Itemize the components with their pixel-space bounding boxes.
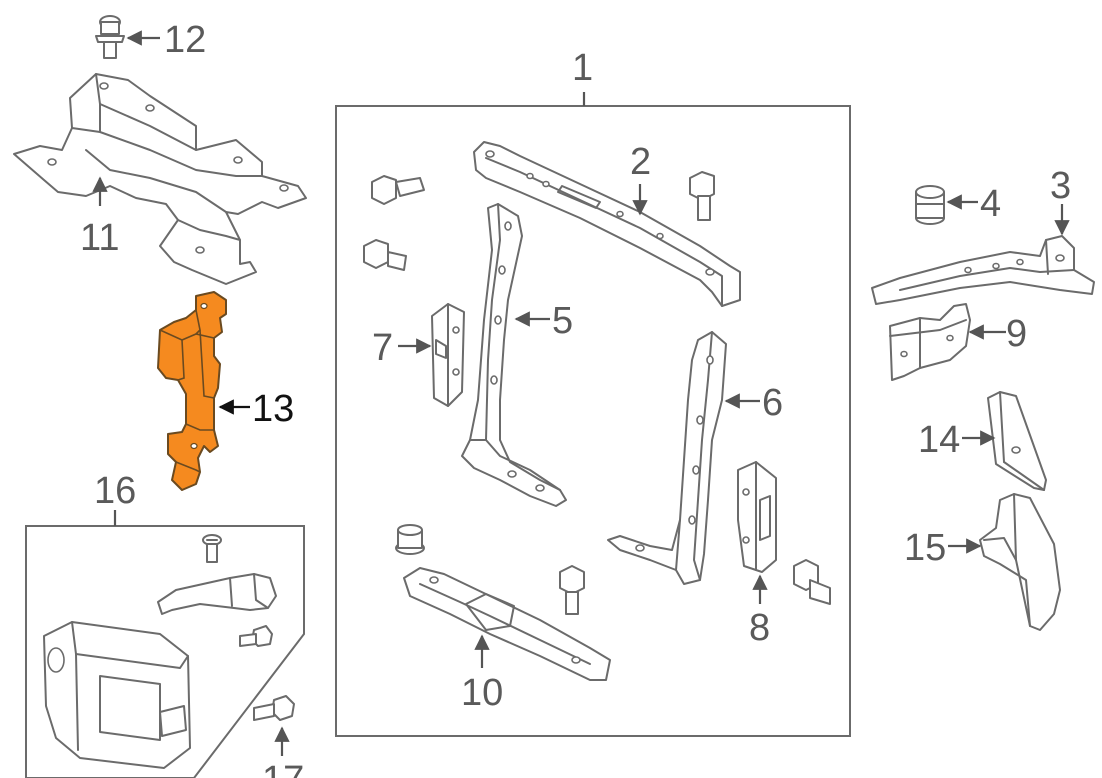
callout-13[interactable]: 13 (252, 388, 294, 430)
kit-small-bolt[interactable] (239, 625, 273, 647)
grommet-lower-left[interactable] (395, 524, 425, 555)
callout-12[interactable]: 12 (164, 19, 206, 61)
callout-1[interactable]: 1 (572, 47, 593, 89)
callout-2[interactable]: 2 (630, 141, 651, 183)
callout-14[interactable]: 14 (918, 419, 960, 461)
callout-3[interactable]: 3 (1050, 165, 1071, 207)
kit-sensor-bracket[interactable] (157, 573, 277, 615)
bolt-lower-right[interactable] (793, 559, 831, 605)
part-15-air-guide[interactable] (979, 493, 1061, 631)
bolt-top-left[interactable] (371, 175, 425, 205)
callout-8[interactable]: 8 (749, 607, 770, 649)
part-4-stopper[interactable] (915, 185, 945, 225)
bolt-top-right[interactable] (689, 171, 715, 221)
kit-lower-bolt[interactable] (253, 695, 295, 721)
callout-9[interactable]: 9 (1006, 313, 1027, 355)
callout-15[interactable]: 15 (904, 527, 946, 569)
bolt-lower-mid[interactable] (559, 565, 585, 615)
callout-7[interactable]: 7 (372, 327, 393, 369)
kit-frame (25, 525, 305, 778)
callout-17[interactable]: 17 (262, 759, 304, 778)
callout-10[interactable]: 10 (461, 672, 503, 714)
kit-radar-sensor[interactable] (43, 621, 191, 769)
part-10-lower-tie-bar[interactable] (403, 567, 611, 681)
part-8-side-plate[interactable] (737, 461, 777, 573)
part-7-plate[interactable] (431, 303, 465, 407)
assembly-frame (335, 105, 851, 737)
part-14-deflector[interactable] (987, 391, 1047, 491)
part-13-highlighted-bracket[interactable] (157, 291, 227, 491)
part-12-clip[interactable] (95, 15, 125, 59)
part-2-upper-tie-bar[interactable] (473, 141, 741, 307)
part-3-lock-support[interactable] (871, 235, 1095, 305)
callout-5[interactable]: 5 (552, 300, 573, 342)
callout-6[interactable]: 6 (762, 382, 783, 424)
callout-16[interactable]: 16 (94, 470, 136, 512)
kit-screw[interactable] (202, 534, 222, 563)
callout-4[interactable]: 4 (980, 183, 1001, 225)
bolt-mid-left[interactable] (363, 239, 407, 271)
part-5-left-support[interactable] (461, 203, 567, 507)
part-11-upper-bracket[interactable] (13, 73, 307, 285)
part-9-bracket[interactable] (889, 303, 971, 381)
callout-11[interactable]: 11 (80, 217, 119, 259)
part-6-right-support[interactable] (607, 331, 727, 585)
